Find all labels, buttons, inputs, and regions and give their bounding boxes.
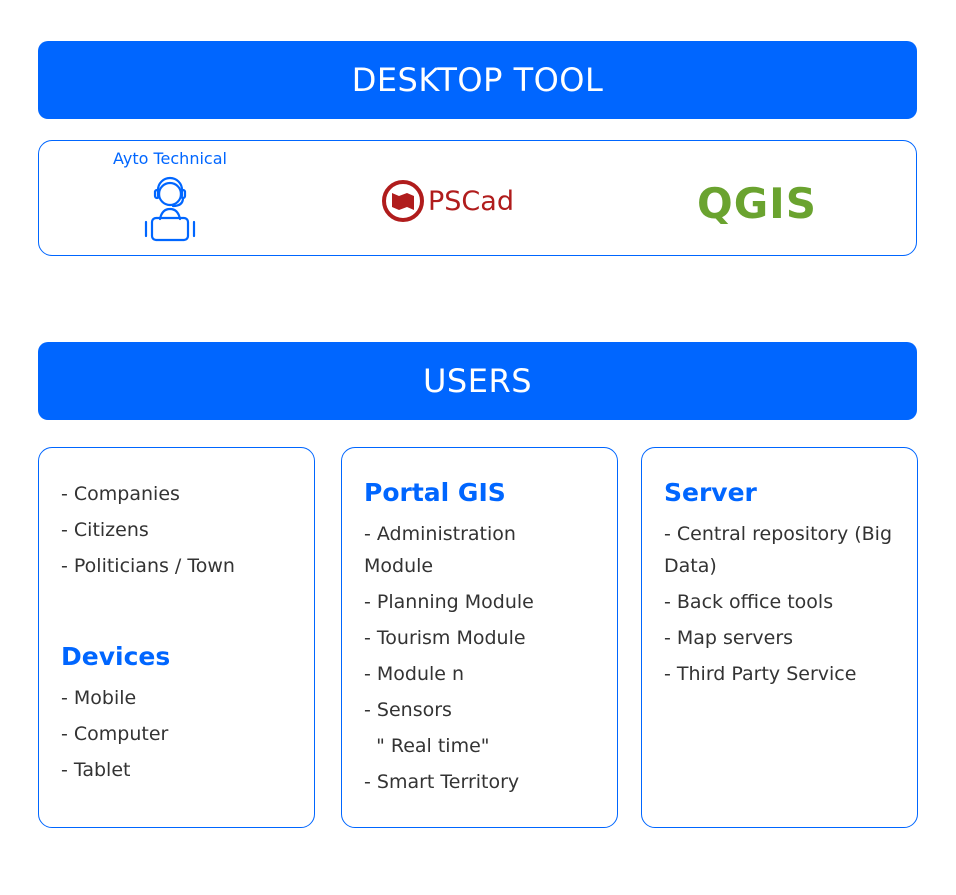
technician-headset-icon — [144, 176, 196, 242]
portal-gis-card: Portal GIS - Administration Module - Pla… — [341, 447, 618, 828]
users-title: USERS — [423, 362, 532, 400]
pscad-map-icon — [382, 180, 424, 222]
pscad-label: PSCad — [428, 185, 514, 217]
qgis-logo: QGIS — [697, 179, 817, 228]
list-item: - Citizens — [61, 519, 149, 541]
list-item: - Smart Territory — [364, 771, 520, 793]
list-item: - Central repository (Big Data) — [664, 523, 893, 577]
list-item: - Politicians / Town — [61, 555, 235, 577]
ayto-technical: Ayto Technical — [113, 149, 227, 244]
list-item: - Sensors — [364, 699, 452, 721]
list-item: - Planning Module — [364, 591, 534, 613]
pscad-logo: PSCad — [381, 179, 514, 223]
desktop-tool-header: DESKTOP TOOL — [38, 41, 917, 119]
list-item: - Module n — [364, 663, 465, 685]
list-item: - Mobile — [61, 687, 137, 709]
devices-title: Devices — [61, 642, 171, 671]
list-item: - Computer — [61, 723, 169, 745]
users-card: - Companies - Citizens - Politicians / T… — [38, 447, 315, 828]
list-item: - Administration Module — [364, 523, 516, 577]
ayto-technical-label: Ayto Technical — [113, 149, 227, 168]
desktop-tools-panel: Ayto Technical PSCad QGIS — [38, 140, 917, 256]
desktop-tool-title: DESKTOP TOOL — [351, 61, 604, 99]
server-title: Server — [664, 478, 757, 507]
server-card: Server - Central repository (Big Data) -… — [641, 447, 918, 828]
portal-gis-title: Portal GIS — [364, 478, 506, 507]
list-item: - Third Party Service — [664, 663, 857, 685]
users-header: USERS — [38, 342, 917, 420]
list-item: " Real time" — [364, 735, 490, 757]
list-item: - Back office tools — [664, 591, 834, 613]
list-item: - Companies — [61, 483, 180, 505]
list-item: - Tablet — [61, 759, 131, 781]
list-item: - Tourism Module — [364, 627, 526, 649]
list-item: - Map servers — [664, 627, 794, 649]
qgis-label: QGIS — [697, 179, 818, 228]
